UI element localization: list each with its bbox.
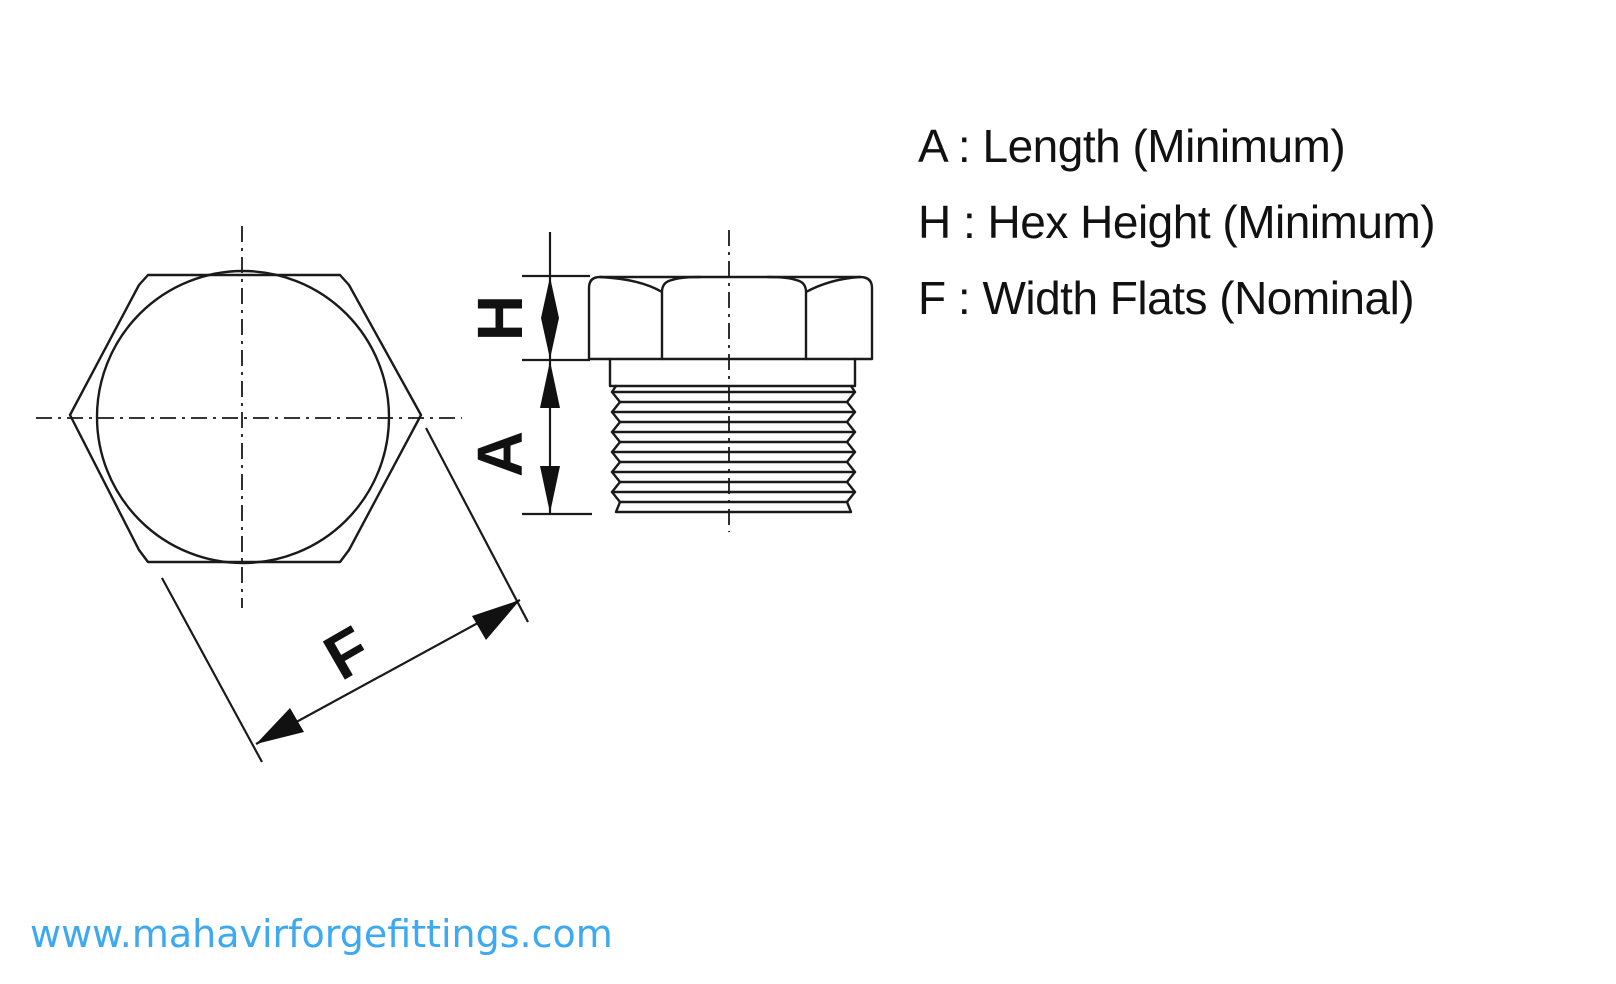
dimension-legend: A : Length (Minimum) H : Hex Height (Min… bbox=[918, 108, 1436, 336]
h-arrowhead-top bbox=[541, 277, 559, 318]
a-arrowhead-top bbox=[540, 361, 560, 408]
website-url: www.mahavirforgefittings.com bbox=[30, 912, 613, 956]
h-a-dimensions: H A bbox=[464, 232, 592, 516]
hex-head-facet-right bbox=[766, 275, 862, 361]
inscribed-circle bbox=[95, 269, 391, 565]
a-label: A bbox=[464, 431, 536, 477]
h-label: H bbox=[464, 295, 536, 341]
legend-line-a: A : Length (Minimum) bbox=[918, 120, 1346, 172]
f-extension-line-right bbox=[425, 427, 529, 623]
neck-outline bbox=[608, 357, 857, 388]
front-view bbox=[36, 226, 462, 608]
legend-line-f: F : Width Flats (Nominal) bbox=[918, 272, 1415, 324]
f-arrowhead-upper bbox=[472, 600, 520, 640]
a-arrowhead-bottom bbox=[540, 466, 560, 513]
thread-lines bbox=[610, 390, 857, 504]
f-dimension-line bbox=[255, 599, 521, 745]
h-arrowhead-bottom bbox=[541, 318, 559, 359]
side-view bbox=[587, 230, 874, 532]
legend-line-h: H : Hex Height (Minimum) bbox=[918, 196, 1436, 248]
f-extension-line-left bbox=[161, 577, 263, 763]
hex-head-facet-left bbox=[598, 275, 702, 361]
hexagon-outline bbox=[68, 273, 423, 564]
hex-head-outline bbox=[587, 275, 874, 361]
f-arrowhead-lower bbox=[256, 708, 304, 744]
f-dimension: F bbox=[161, 427, 529, 763]
thread-profile bbox=[610, 384, 857, 514]
